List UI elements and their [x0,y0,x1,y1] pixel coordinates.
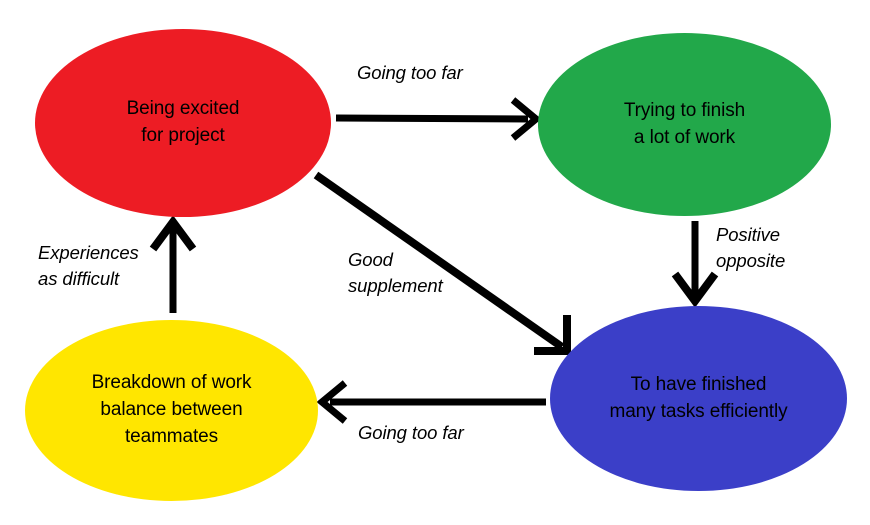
edge-label-blue-to-yellow: Going too far [358,422,464,443]
node-trying-to-finish-a-lot-of-work[interactable]: Trying to finish a lot of work [538,33,831,216]
edge-yellow-to-red [149,215,197,313]
node-label: Trying to finish a lot of work [623,99,746,148]
edge-green-to-blue [671,221,719,308]
edge-blue-to-yellow [316,380,546,424]
node-breakdown-of-work-balance[interactable]: Breakdown of work balance between teamma… [25,320,318,501]
node-label: To have finished many tasks efficiently [609,373,788,422]
edge-label-green-to-blue: Positive opposite [716,224,786,272]
node-being-excited-for-project[interactable]: Being excited for project [35,29,331,217]
node-to-have-finished-many-tasks[interactable]: To have finished many tasks efficiently [550,306,847,491]
node-label: Breakdown of work balance between teamma… [91,372,252,447]
node-label: Being excited for project [126,98,240,146]
edge-label-red-to-green: Going too far [357,62,463,83]
edge-label-yellow-to-red: Experiences as difficult [38,242,139,290]
edge-label-red-to-blue: Good supplement [348,249,443,297]
edge-red-to-green [335,97,542,141]
edge-red-to-blue [313,171,571,355]
